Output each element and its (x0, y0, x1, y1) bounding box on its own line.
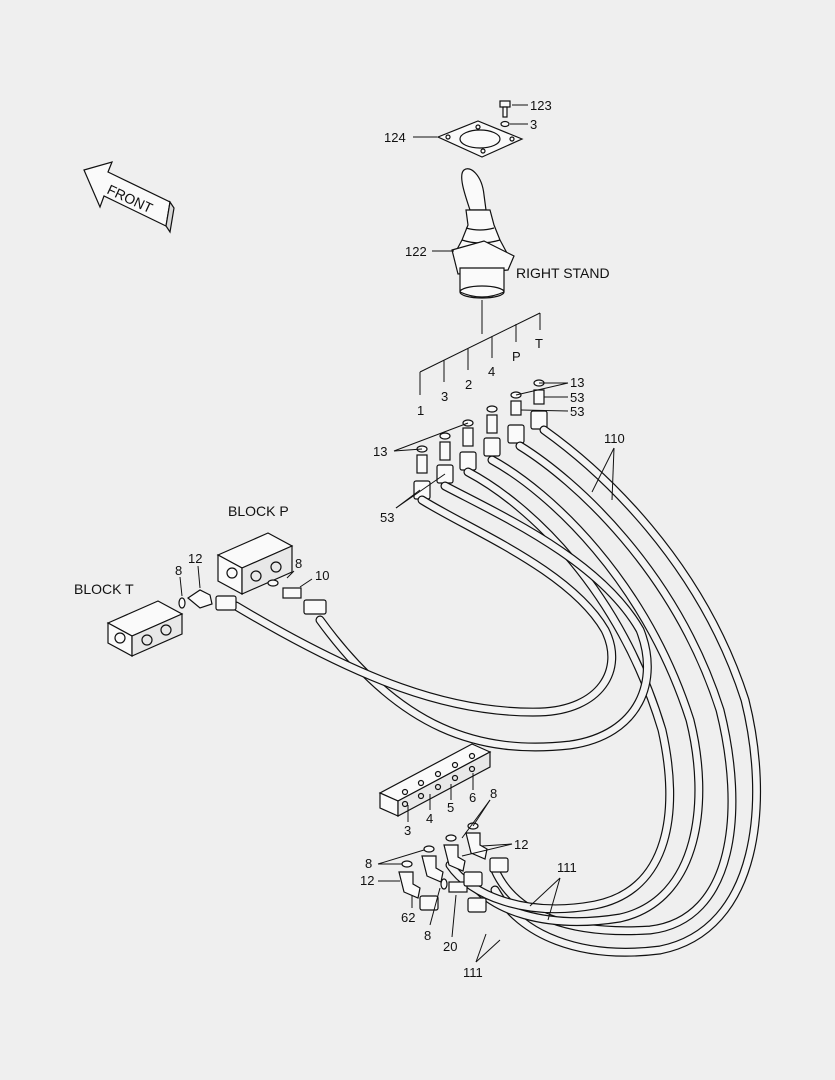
callout-122: 122 (405, 244, 427, 259)
port-label-t: T (535, 336, 543, 351)
port-label-2: 2 (465, 377, 472, 392)
port-leader-lines: 1 3 2 4 P T (417, 300, 543, 418)
block-p-label: BLOCK P (228, 503, 289, 519)
callout-53-left: 53 (380, 510, 394, 525)
bottom-valve-block: 3 4 5 6 (378, 743, 492, 838)
callout-10: 10 (315, 568, 329, 583)
callout-8-bottom-left: 8 (365, 856, 372, 871)
port-label-1: 1 (417, 403, 424, 418)
callout-13-left: 13 (373, 444, 387, 459)
port-label-4: 4 (488, 364, 495, 379)
callout-12-bottom-right: 12 (514, 837, 528, 852)
bottom-port-label-3: 3 (404, 823, 411, 838)
callout-12-blockp: 12 (188, 551, 202, 566)
callout-123: 123 (530, 98, 552, 113)
callout-12-bottom-left: 12 (360, 873, 374, 888)
bottom-port-label-5: 5 (447, 800, 454, 815)
callout-111-lower: 111 (463, 965, 483, 980)
callout-53-a: 53 (570, 390, 584, 405)
callout-62: 62 (401, 910, 415, 925)
front-arrow-icon: FRONT (83, 161, 175, 234)
bottom-fittings: 8 12 8 12 62 8 20 (360, 786, 528, 954)
hose-111-labels: 111 111 (463, 860, 577, 980)
callout-13-right: 13 (570, 375, 584, 390)
callout-20: 20 (443, 939, 457, 954)
right-stand-label: RIGHT STAND (516, 265, 610, 281)
callout-124: 124 (384, 130, 406, 145)
callout-111-upper: 111 (557, 860, 577, 875)
port-label-3: 3 (441, 389, 448, 404)
bottom-port-label-4: 4 (426, 811, 433, 826)
block-t-label: BLOCK T (74, 581, 134, 597)
top-fittings: 13 53 53 13 53 (373, 375, 584, 525)
bottom-port-label-6: 6 (469, 790, 476, 805)
callout-53-b: 53 (570, 404, 584, 419)
bolt-washer: 123 3 (499, 98, 552, 132)
mounting-plate: 124 (384, 120, 524, 158)
block-hose-ends (215, 595, 327, 615)
hose-bundle-110: 110 (231, 425, 761, 957)
callout-8-bottom-right: 8 (490, 786, 497, 801)
callout-8-blockp: 8 (295, 556, 302, 571)
port-label-p: P (512, 349, 521, 364)
callout-3-top: 3 (530, 117, 537, 132)
callout-8-bottom: 8 (424, 928, 431, 943)
callout-8-blockt: 8 (175, 563, 182, 578)
callout-110: 110 (604, 431, 625, 446)
block-p: BLOCK P 8 10 (216, 503, 329, 599)
joystick-assembly: 122 RIGHT STAND (405, 168, 610, 299)
block-t: BLOCK T 8 12 (74, 551, 213, 658)
